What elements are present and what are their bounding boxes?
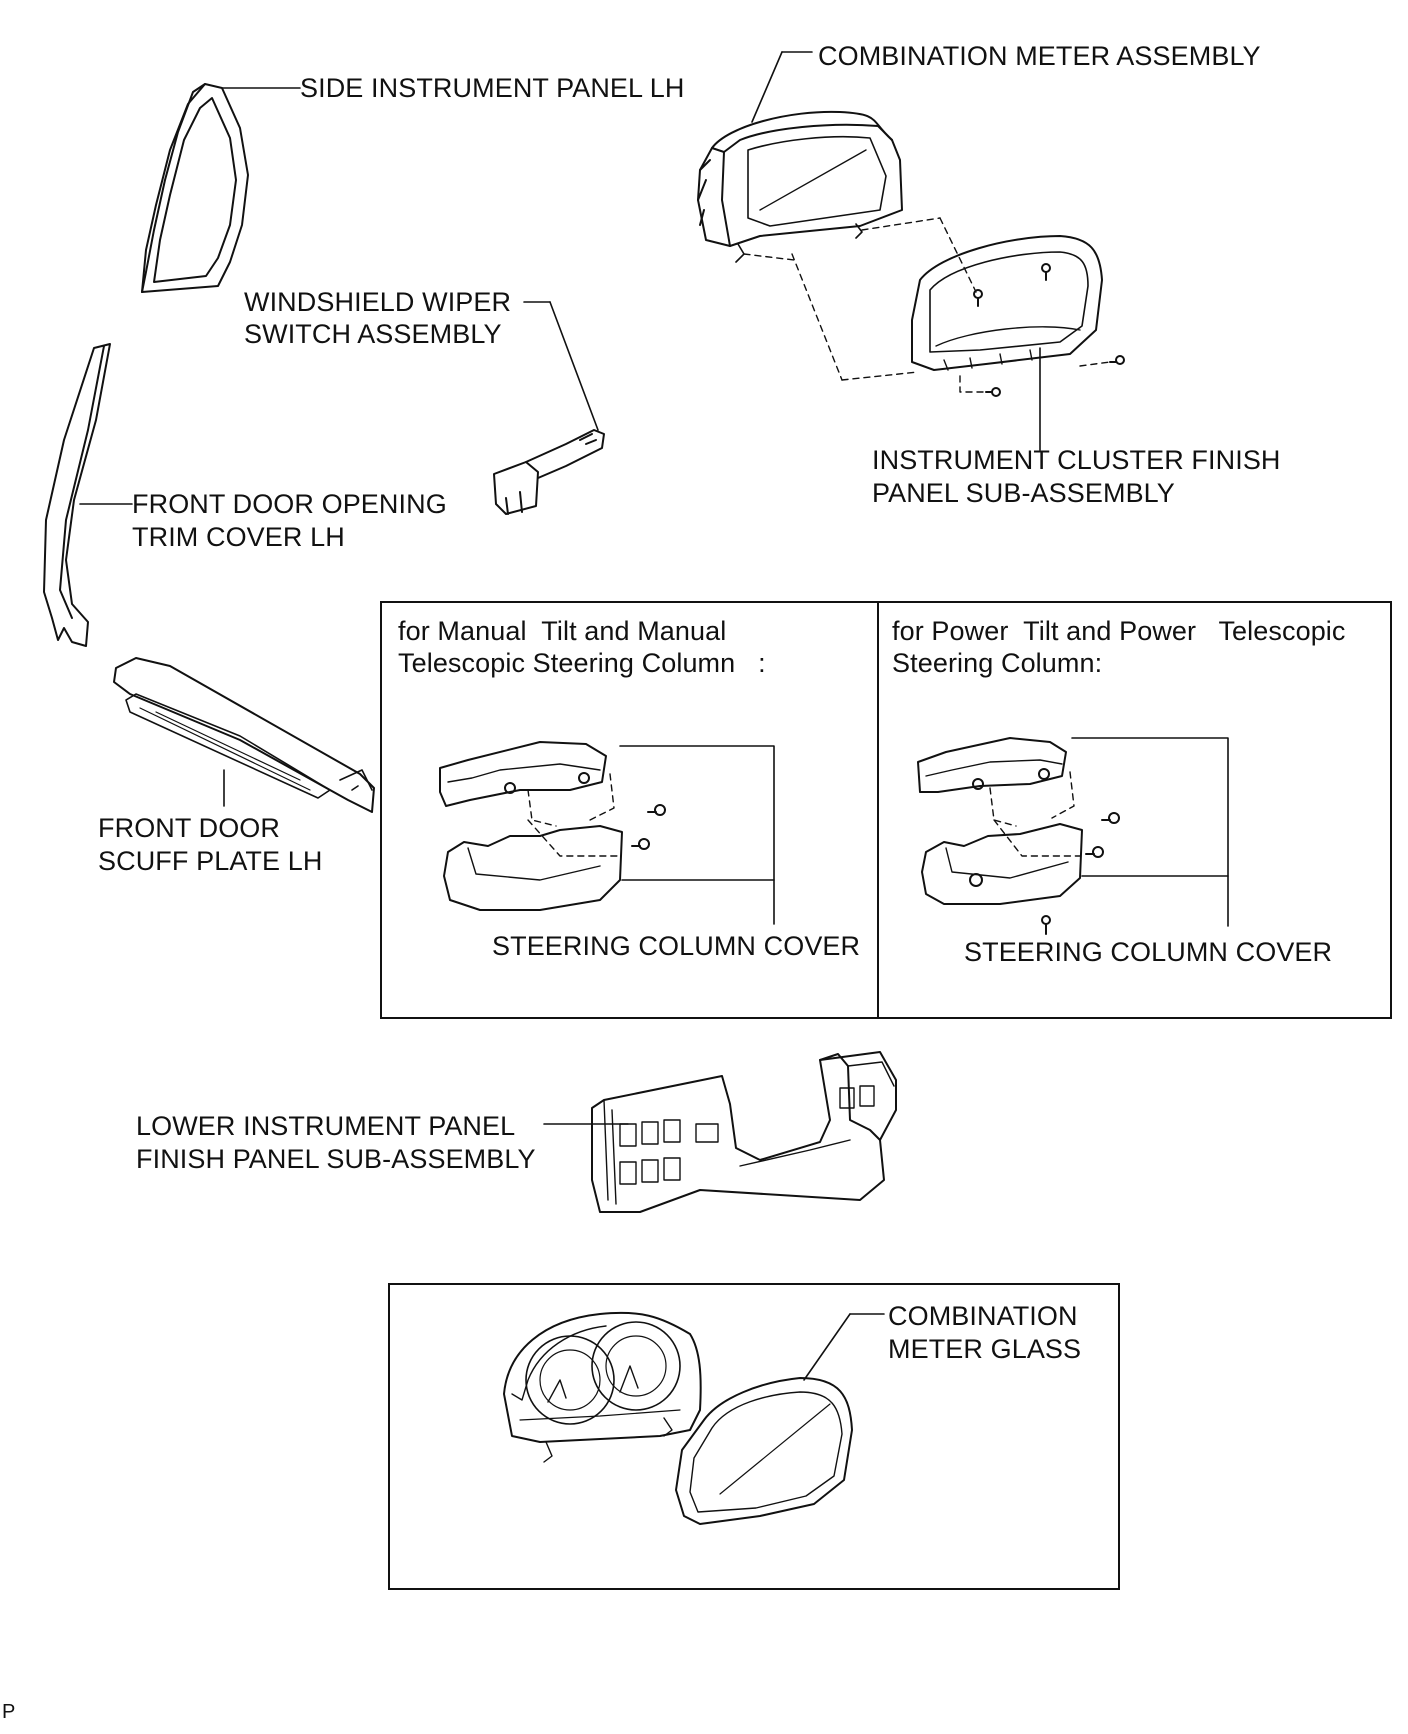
label-door-trim-line2: TRIM COVER LH: [132, 522, 345, 552]
label-combination-meter-assembly: COMBINATION METER ASSEMBLY: [818, 41, 1261, 71]
steering-variants-divider: [877, 601, 879, 1019]
corner-code: P: [2, 1701, 16, 1723]
manual-steering-cover-drawing: [439, 741, 775, 925]
label-lower-panel-line1: LOWER INSTRUMENT PANEL: [136, 1111, 516, 1141]
label-meter-glass-line2: METER GLASS: [888, 1334, 1082, 1364]
label-door-trim-line1: FRONT DOOR OPENING: [132, 489, 447, 519]
meter-glass-box: [388, 1283, 1120, 1590]
label-side-instrument-panel: SIDE INSTRUMENT PANEL LH: [300, 73, 685, 103]
door-trim-cover-drawing: [43, 343, 133, 647]
wiper-switch-drawing: [493, 301, 605, 515]
label-scuff-plate-line1: FRONT DOOR: [98, 813, 280, 843]
label-steering-cover-manual: STEERING COLUMN COVER: [492, 931, 861, 961]
label-steering-cover-power: STEERING COLUMN COVER: [964, 937, 1333, 967]
cluster-finish-panel-drawing: [911, 235, 1125, 451]
meter-with-glass-drawing: [503, 1311, 885, 1525]
side-instrument-panel-drawing: [141, 83, 301, 293]
label-cluster-finish-line1: INSTRUMENT CLUSTER FINISH: [872, 445, 1281, 475]
power-variant-heading-line1: for Power Tilt and Power Telescopic: [892, 616, 1346, 646]
label-wiper-switch-line1: WINDSHIELD WIPER: [244, 287, 512, 317]
power-variant-heading-line2: Steering Column:: [892, 648, 1103, 678]
label-scuff-plate-line2: SCUFF PLATE LH: [98, 846, 323, 876]
combination-meter-assembly-drawing: [697, 51, 977, 381]
lower-panel-drawing: [543, 1051, 897, 1213]
label-lower-panel-line2: FINISH PANEL SUB-ASSEMBLY: [136, 1144, 536, 1174]
label-wiper-switch-line2: SWITCH ASSEMBLY: [244, 319, 502, 349]
label-cluster-finish-line2: PANEL SUB-ASSEMBLY: [872, 478, 1175, 508]
manual-variant-heading-line2: Telescopic Steering Column :: [398, 648, 766, 678]
scuff-plate-drawing: [113, 657, 375, 813]
steering-cover-variants-box: [380, 601, 1392, 1019]
power-steering-cover-drawing: [917, 737, 1229, 935]
manual-variant-heading-line1: for Manual Tilt and Manual: [398, 616, 727, 646]
label-meter-glass-line1: COMBINATION: [888, 1301, 1078, 1331]
